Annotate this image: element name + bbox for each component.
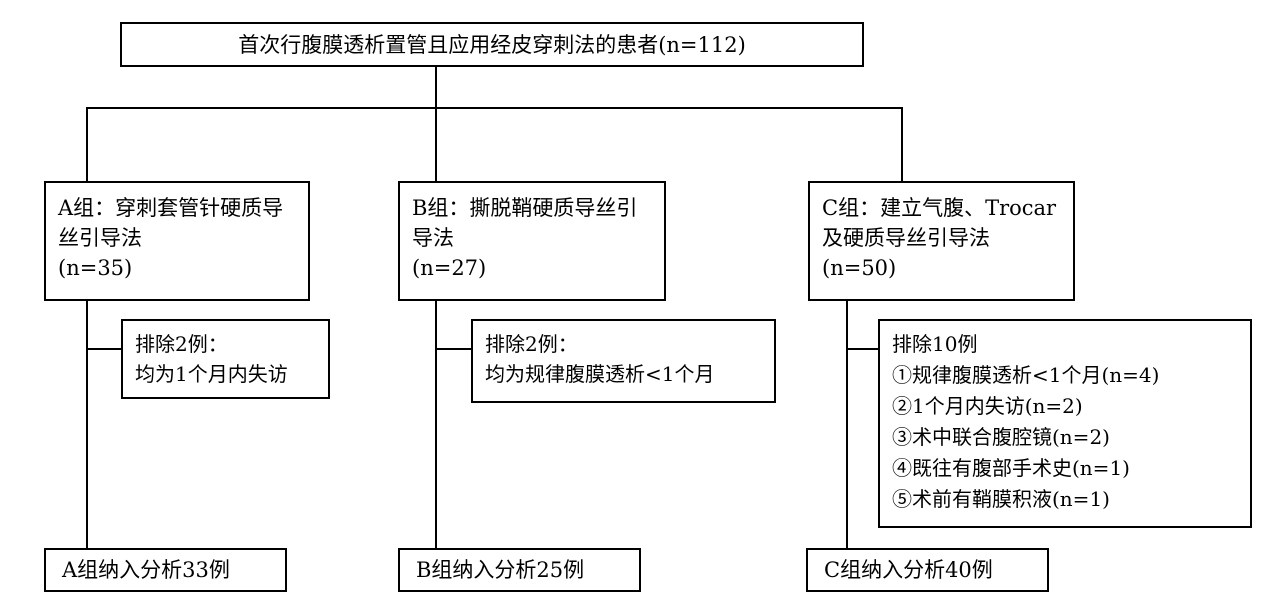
exclusion-a-line-1: 排除2例： bbox=[135, 332, 228, 356]
top-box: 首次行腹膜透析置管且应用经皮穿刺法的患者(n=112) bbox=[120, 22, 864, 67]
connector-group-a-down bbox=[86, 299, 88, 550]
group-c-line-3: (n=50) bbox=[822, 256, 897, 280]
connector-exclusion-b bbox=[435, 348, 473, 350]
connector-group-b-down bbox=[435, 299, 437, 550]
exclusion-c-line-1: 排除10例 bbox=[892, 332, 978, 356]
exclusion-c-line-6: ⑤术前有鞘膜积液(n=1) bbox=[892, 487, 1110, 511]
final-box-b: B组纳入分析25例 bbox=[398, 548, 641, 592]
exclusion-box-b: 排除2例： 均为规律腹膜透析<1个月 bbox=[471, 319, 776, 403]
exclusion-c-line-2: ①规律腹膜透析<1个月(n=4) bbox=[892, 363, 1160, 387]
exclusion-box-c: 排除10例 ①规律腹膜透析<1个月(n=4) ②1个月内失访(n=2) ③术中联… bbox=[878, 319, 1252, 528]
connector-to-group-c bbox=[901, 107, 903, 183]
connector-to-group-a bbox=[86, 107, 88, 183]
group-a-line-2: 丝引导法 bbox=[58, 226, 142, 250]
final-c-text: C组纳入分析40例 bbox=[824, 558, 993, 582]
connector-exclusion-a bbox=[86, 348, 123, 350]
exclusion-c-line-5: ④既往有腹部手术史(n=1) bbox=[892, 456, 1130, 480]
group-a-line-1: A组：穿刺套管针硬质导 bbox=[58, 196, 284, 220]
exclusion-a-line-2: 均为1个月内失访 bbox=[135, 362, 288, 386]
group-box-a: A组：穿刺套管针硬质导 丝引导法 (n=35) bbox=[44, 181, 310, 301]
final-box-a: A组纳入分析33例 bbox=[44, 548, 287, 592]
final-b-text: B组纳入分析25例 bbox=[416, 558, 585, 582]
connector-horizontal-bus bbox=[86, 107, 903, 109]
group-c-line-2: 及硬质导丝引导法 bbox=[822, 226, 990, 250]
connector-group-c-down bbox=[846, 299, 848, 550]
top-box-text: 首次行腹膜透析置管且应用经皮穿刺法的患者(n=112) bbox=[238, 33, 746, 57]
group-b-line-2: 导法 bbox=[412, 226, 454, 250]
group-a-line-3: (n=35) bbox=[58, 256, 133, 280]
final-box-c: C组纳入分析40例 bbox=[806, 548, 1049, 592]
connector-top-down bbox=[435, 65, 437, 110]
final-a-text: A组纳入分析33例 bbox=[62, 558, 230, 582]
exclusion-b-line-2: 均为规律腹膜透析<1个月 bbox=[485, 362, 715, 386]
connector-to-group-b bbox=[435, 107, 437, 183]
exclusion-box-a: 排除2例： 均为1个月内失访 bbox=[121, 319, 330, 399]
group-box-c: C组：建立气腹、Trocar 及硬质导丝引导法 (n=50) bbox=[808, 181, 1075, 301]
connector-exclusion-c bbox=[846, 348, 880, 350]
exclusion-c-line-3: ②1个月内失访(n=2) bbox=[892, 394, 1083, 418]
group-box-b: B组：撕脱鞘硬质导丝引 导法 (n=27) bbox=[398, 181, 666, 301]
group-b-line-1: B组：撕脱鞘硬质导丝引 bbox=[412, 196, 638, 220]
group-c-line-1: C组：建立气腹、Trocar bbox=[822, 196, 1057, 220]
group-b-line-3: (n=27) bbox=[412, 256, 487, 280]
exclusion-c-line-4: ③术中联合腹腔镜(n=2) bbox=[892, 425, 1110, 449]
exclusion-b-line-1: 排除2例： bbox=[485, 332, 578, 356]
